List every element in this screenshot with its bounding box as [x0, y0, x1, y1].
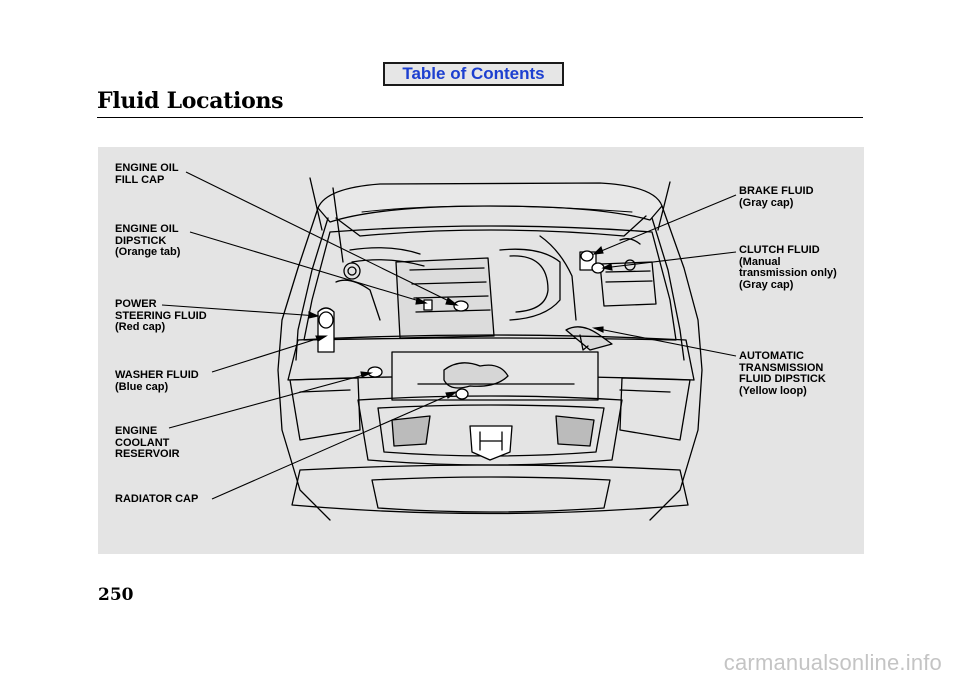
label-atf-dipstick: AUTOMATIC TRANSMISSION FLUID DIPSTICK (Y… [739, 350, 826, 397]
diagram-panel [98, 147, 864, 554]
label-engine-coolant-reservoir: ENGINE COOLANT RESERVOIR [115, 425, 180, 460]
leader-clutch-fluid [602, 251, 737, 269]
leader-washer-fluid [211, 335, 327, 373]
page-title: Fluid Locations [97, 88, 284, 114]
leader-engine-oil-fill-cap [185, 171, 458, 306]
leader-engine-coolant-reservoir [168, 372, 372, 429]
label-washer-fluid: WASHER FLUID (Blue cap) [115, 369, 199, 393]
leader-power-steering-fluid [161, 304, 319, 317]
leader-engine-oil-dipstick [189, 231, 427, 304]
label-clutch-fluid: CLUTCH FLUID (Manual transmission only) … [739, 244, 837, 291]
label-radiator-cap: RADIATOR CAP [115, 493, 199, 505]
label-brake-fluid: BRAKE FLUID (Gray cap) [739, 185, 814, 209]
leader-atf-dipstick [593, 327, 737, 357]
label-engine-oil-fill-cap: ENGINE OIL FILL CAP [115, 162, 179, 186]
leader-radiator-cap [211, 391, 457, 500]
table-of-contents-button[interactable]: Table of Contents [383, 62, 564, 86]
label-power-steering-fluid: POWER STEERING FLUID (Red cap) [115, 298, 207, 333]
label-engine-oil-dipstick: ENGINE OIL DIPSTICK (Orange tab) [115, 223, 181, 258]
footer-watermark[interactable]: carmanualsonline.info [723, 650, 942, 675]
page-number: 250 [98, 585, 134, 605]
leader-brake-fluid [593, 194, 737, 255]
title-divider [97, 117, 863, 118]
